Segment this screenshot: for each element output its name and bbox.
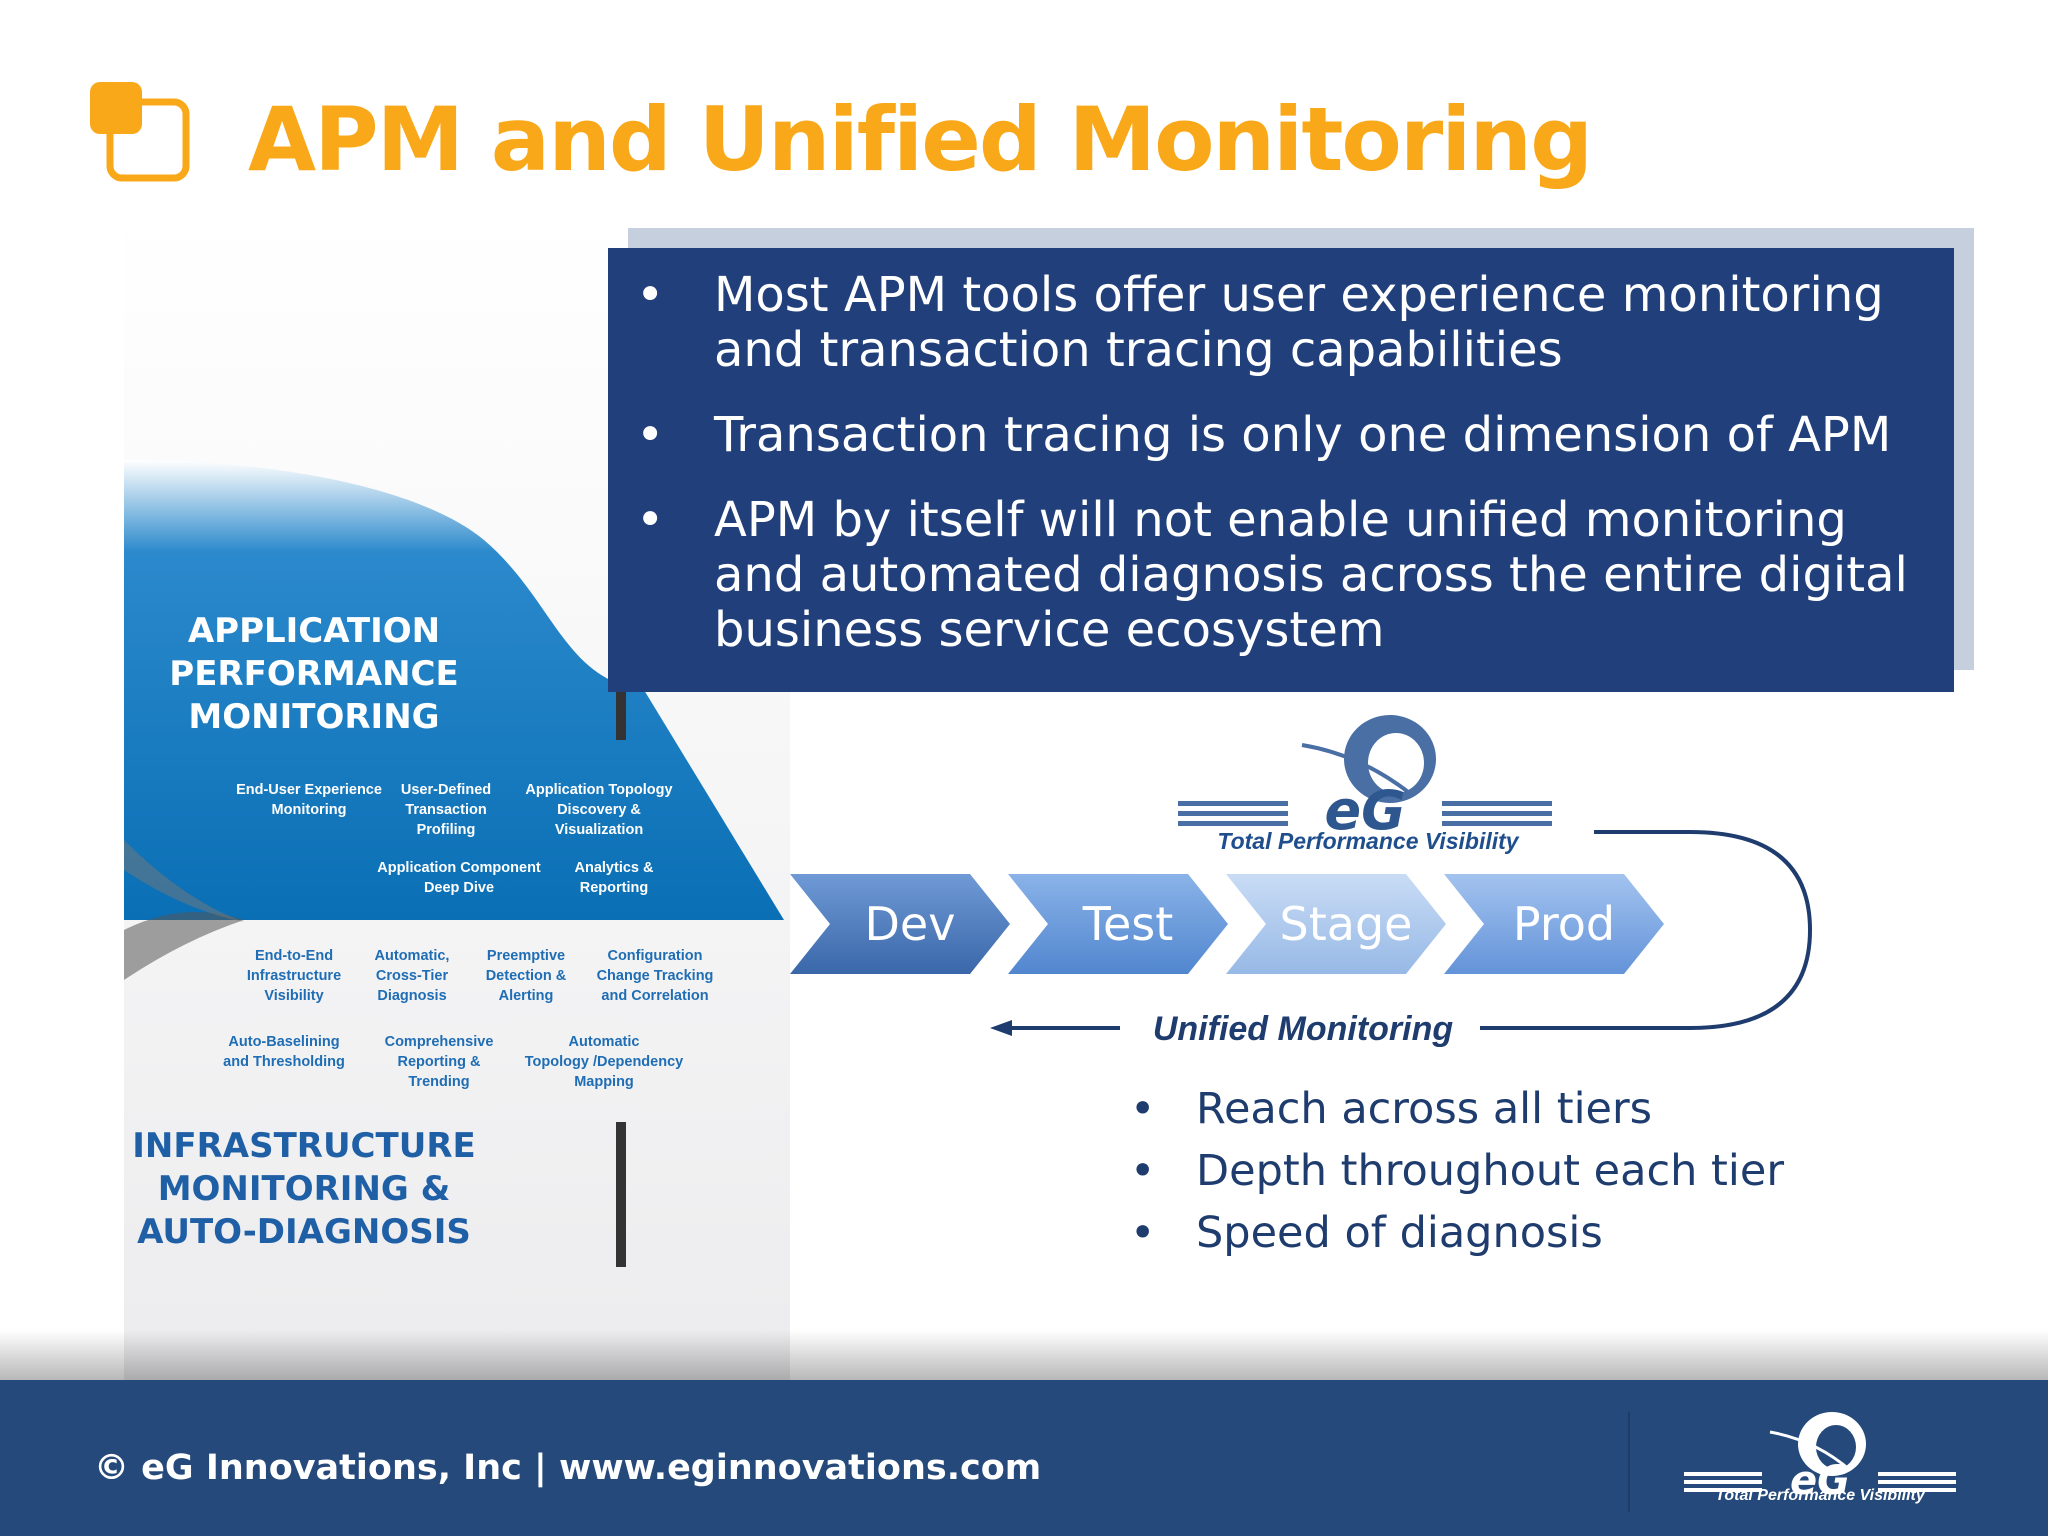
stage-chevron	[1444, 874, 1664, 974]
infra-heading-line: INFRASTRUCTURE	[132, 1126, 476, 1166]
stage-dev: Dev	[864, 897, 956, 951]
infra-feature: Automatic Topology /Dependency Mapping	[524, 1034, 684, 1090]
infra-heading-line: MONITORING &	[157, 1169, 451, 1209]
stage-chevron	[1008, 874, 1228, 974]
callout-bullet: Most APM tools offer user experience mon…	[630, 268, 1914, 378]
callout-bullet: Transaction tracing is only one dimensio…	[630, 408, 1914, 464]
unified-monitoring-label: Unified Monitoring	[1152, 1010, 1454, 1048]
unified-monitoring-loop-arrow	[990, 830, 1813, 1036]
eg-logo-mark: eG	[1325, 779, 1406, 842]
apm-heading-line: PERFORMANCE	[169, 654, 459, 694]
apm-feature: Application Topology Discovery & Visuali…	[525, 782, 673, 838]
infra-feature: Auto-Baselining and Thresholding	[223, 1034, 345, 1070]
benefit-item: Depth throughout each tier	[1130, 1140, 1784, 1202]
callout-bullet: APM by itself will not enable unified mo…	[630, 493, 1914, 658]
apm-feature: User-Defined Transaction Profiling	[400, 782, 492, 838]
title-squares-icon	[90, 82, 190, 182]
apm-feature: Analytics & Reporting	[574, 860, 654, 896]
callout-box: Most APM tools offer user experience mon…	[608, 248, 1954, 692]
footer-shadow	[0, 1330, 2048, 1380]
eg-logo-icon: eG	[1178, 715, 1552, 842]
infra-feature: Comprehensive Reporting & Trending	[384, 1034, 494, 1090]
stage-stage: Stage	[1279, 897, 1413, 951]
graphic-shapes	[124, 460, 784, 1267]
stage-test: Test	[1082, 897, 1174, 951]
apm-heading: APPLICATION PERFORMANCE MONITORING	[154, 610, 474, 739]
callout-bullet-list: Most APM tools offer user experience mon…	[630, 268, 1914, 658]
lifecycle-stages: Dev Test Stage Prod	[790, 874, 1690, 978]
eg-logo-tagline: Total Performance Visibility	[1217, 828, 1519, 854]
stage-chevrons	[790, 874, 1664, 974]
benefit-item: Reach across all tiers	[1130, 1078, 1784, 1140]
stage-chevron	[1226, 874, 1446, 974]
page-title: APM and Unified Monitoring	[248, 88, 1593, 191]
footer-logo-mark: eG	[1790, 1458, 1850, 1504]
footer-logo-tagline: Total Performance Visibility	[1715, 1487, 1925, 1504]
footer-bar	[0, 1380, 2048, 1536]
footer-eg-logo-icon: eG	[1684, 1412, 1956, 1504]
stage-chevron	[790, 874, 1010, 974]
infra-feature: Automatic, Cross-Tier Diagnosis	[374, 948, 450, 1004]
stage-prod: Prod	[1512, 897, 1616, 951]
apm-heading-line: MONITORING	[188, 697, 440, 737]
apm-heading-line: APPLICATION	[187, 611, 441, 651]
benefits-list: Reach across all tiers Depth throughout …	[1130, 1078, 1784, 1264]
infra-heading: INFRASTRUCTURE MONITORING & AUTO-DIAGNOS…	[124, 1125, 484, 1254]
apm-feature: End-User Experience Monitoring	[236, 782, 382, 818]
infra-feature: Preemptive Detection & Alerting	[485, 948, 567, 1004]
infra-feature: Configuration Change Tracking and Correl…	[596, 948, 714, 1004]
footer-divider	[1628, 1412, 1630, 1512]
footer-copyright: © eG Innovations, Inc | www.eginnovation…	[94, 1448, 1042, 1488]
benefit-item: Speed of diagnosis	[1130, 1202, 1784, 1264]
infra-feature: End-to-End Infrastructure Visibility	[246, 948, 342, 1004]
infra-heading-line: AUTO-DIAGNOSIS	[137, 1212, 471, 1252]
apm-feature: Application Component Deep Dive	[377, 860, 541, 896]
